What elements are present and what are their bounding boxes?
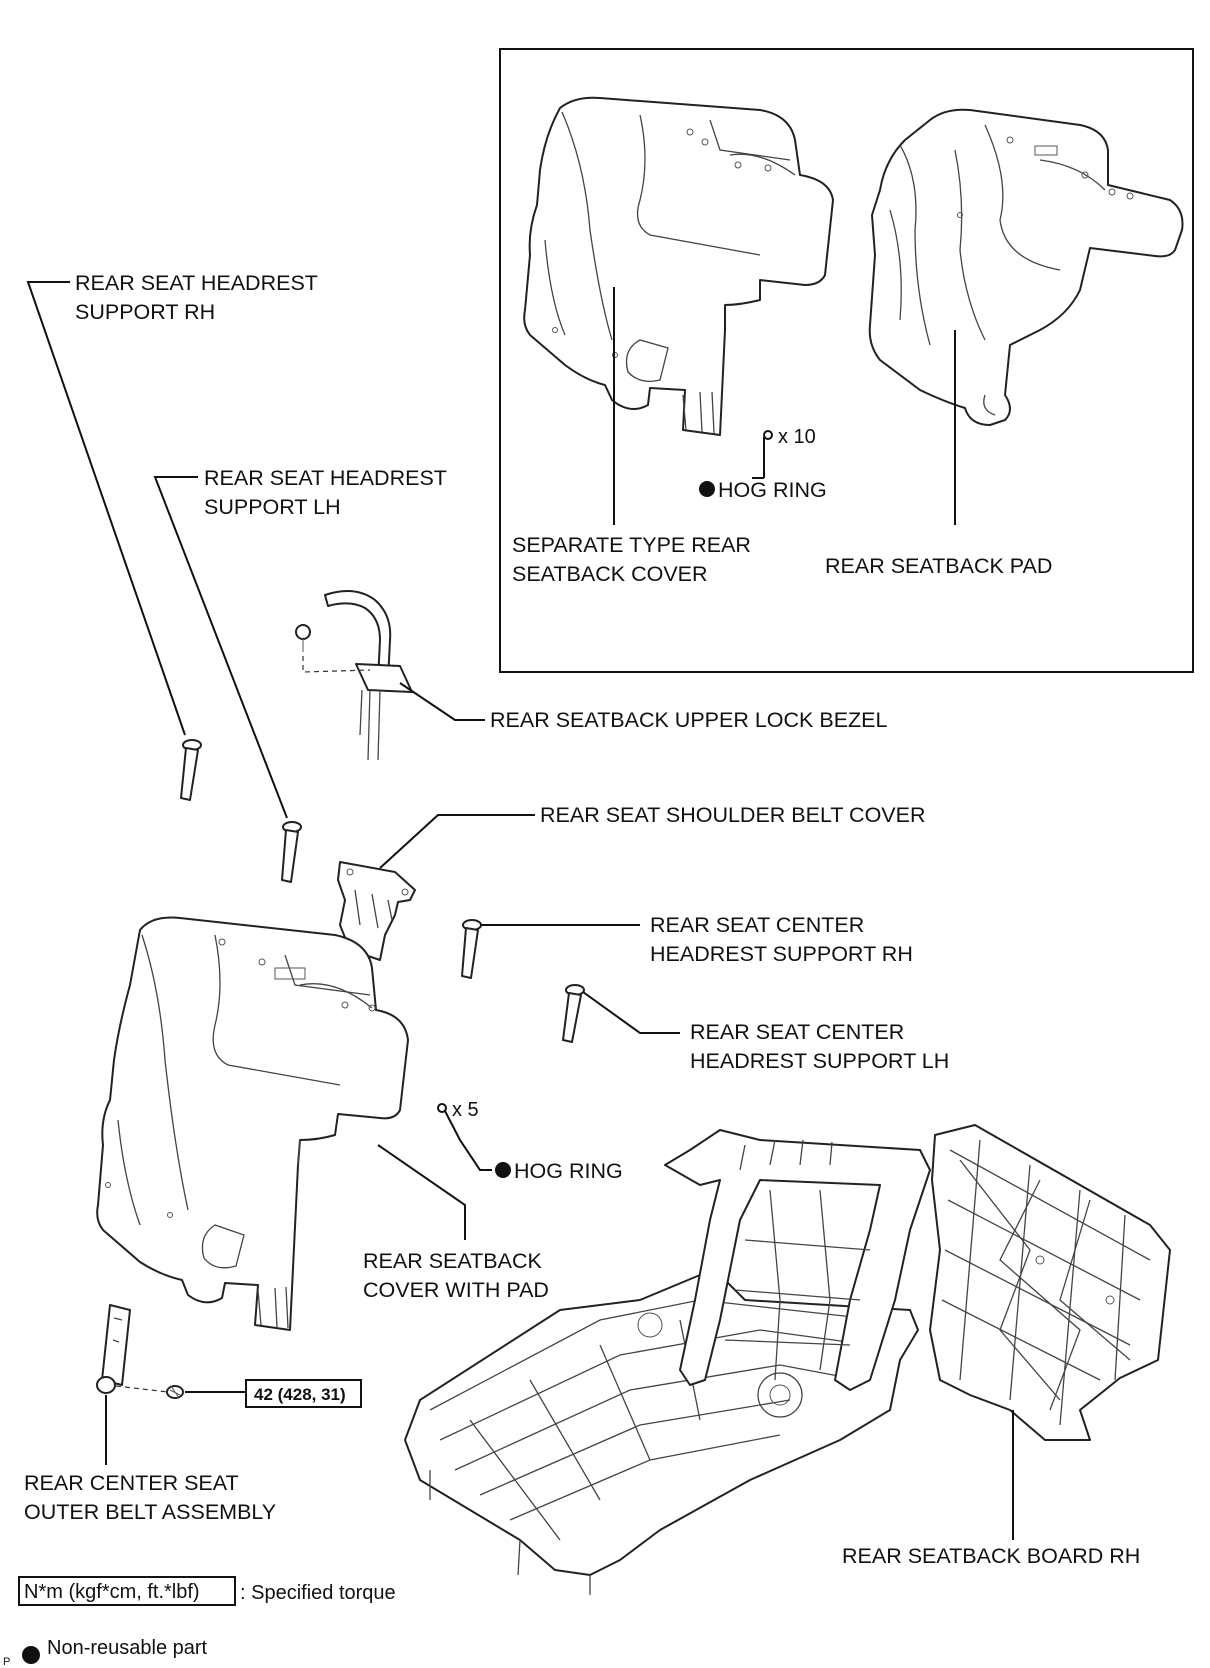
seatback-pad-drawing <box>868 108 1184 426</box>
inset-frame <box>499 48 1194 673</box>
seatback-board-rh-label: REAR SEATBACK BOARD RH <box>842 1544 1140 1568</box>
outer-belt-label-1: REAR CENTER SEAT <box>24 1471 239 1495</box>
leader-headrest-lh <box>153 476 288 819</box>
outer-belt-label-2: OUTER BELT ASSEMBLY <box>24 1500 276 1524</box>
seatback-cover-with-pad-drawing <box>96 916 409 1331</box>
seatback-cover-with-pad-label-2: COVER WITH PAD <box>363 1278 549 1302</box>
center-headrest-rh-label-1: REAR SEAT CENTER <box>650 913 864 937</box>
main-hog-ring-label: HOG RING <box>514 1159 623 1183</box>
torque-box <box>245 1379 362 1408</box>
legend-nonreusable-desc: Non-reusable part <box>47 1637 208 1659</box>
shoulder-belt-cover-label: REAR SEAT SHOULDER BELT COVER <box>540 803 926 827</box>
inset-hog-ring-icon <box>752 430 773 479</box>
leader-upper-lock-bezel <box>399 682 485 721</box>
leader-shoulder-belt-cover <box>379 814 535 869</box>
nonreusable-icon <box>495 1162 511 1178</box>
upper-lock-bezel-label: REAR SEATBACK UPPER LOCK BEZEL <box>490 708 888 732</box>
nonreusable-icon <box>22 1646 40 1664</box>
center-headrest-lh-label-1: REAR SEAT CENTER <box>690 1020 904 1044</box>
legend-torque-box <box>18 1576 236 1606</box>
center-headrest-lh-label-2: HEADREST SUPPORT LH <box>690 1049 949 1073</box>
headrest-support-rh-label-2: SUPPORT RH <box>75 300 215 324</box>
leader-center-headrest-lh <box>582 991 680 1034</box>
separate-type-cover-drawing <box>523 96 834 436</box>
corner-mark: P <box>3 1656 10 1668</box>
center-headrest-support-lh-drawing <box>562 984 585 1043</box>
legend-torque-desc: : Specified torque <box>240 1582 396 1604</box>
torque-value: 42 (428, 31) <box>254 1385 346 1404</box>
center-headrest-support-rh-drawing <box>461 919 482 979</box>
legend-torque-units: N*m (kgf*cm, ft.*lbf) <box>24 1581 200 1603</box>
center-headrest-rh-label-2: HEADREST SUPPORT RH <box>650 942 913 966</box>
upper-lock-bezel-drawing <box>295 590 413 761</box>
main-hog-ring-icon <box>437 1103 492 1171</box>
inset-hog-ring-label: HOG RING <box>718 478 827 502</box>
headrest-support-lh-label-2: SUPPORT LH <box>204 495 341 519</box>
separate-cover-label-1: SEPARATE TYPE REAR <box>512 533 751 557</box>
seatback-board-rh-drawing <box>929 1124 1171 1441</box>
seat-frame-drawing <box>404 1129 931 1595</box>
main-hog-ring-qty: x 5 <box>452 1099 479 1121</box>
inset-hog-ring-qty: x 10 <box>778 426 816 448</box>
nonreusable-icon <box>699 481 715 497</box>
separate-cover-label-2: SEATBACK COVER <box>512 562 708 586</box>
shoulder-belt-cover-drawing <box>337 861 416 961</box>
headrest-support-rh-label-1: REAR SEAT HEADREST <box>75 271 318 295</box>
leader-seatback-cover-with-pad <box>377 1144 466 1240</box>
seatback-pad-label: REAR SEATBACK PAD <box>825 554 1052 578</box>
leader-headrest-rh <box>26 281 186 736</box>
headrest-support-lh-drawing <box>281 821 302 883</box>
headrest-support-rh-drawing <box>180 739 202 801</box>
headrest-support-lh-label-1: REAR SEAT HEADREST <box>204 466 447 490</box>
seatback-cover-with-pad-label-1: REAR SEATBACK <box>363 1249 542 1273</box>
outer-belt-assembly-drawing <box>96 1304 184 1399</box>
